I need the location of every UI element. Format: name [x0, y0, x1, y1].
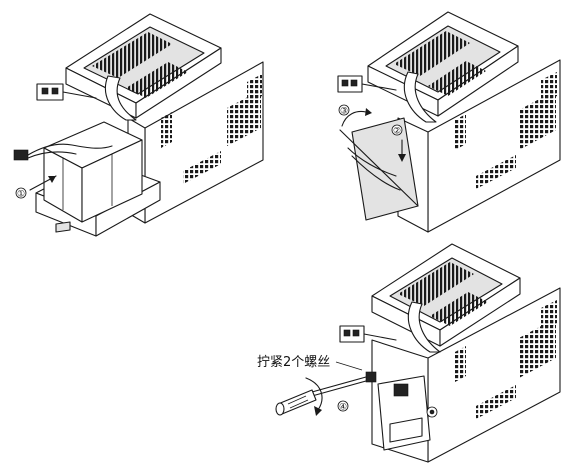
battery-connector [13, 149, 29, 161]
vent-grill [161, 112, 172, 148]
step-badge [391, 124, 403, 136]
step-badge [337, 400, 349, 412]
panel-2-connect: ② ③ [337, 11, 561, 233]
rotate-arrow [305, 377, 323, 411]
screwdriver [275, 376, 367, 416]
step-1-label: ① [17, 190, 25, 200]
connector [337, 75, 363, 93]
tighten-screws-caption: 拧紧2个螺丝 [257, 355, 330, 370]
step-4-label: ④ [339, 403, 347, 413]
step-badge [15, 187, 27, 199]
panel-1-insert-battery: ① [13, 13, 264, 237]
step-badge [338, 104, 350, 116]
connector [339, 325, 365, 343]
screw [365, 371, 377, 383]
panel-3-tighten-screws: ④ 拧紧2个螺丝 [257, 243, 561, 463]
connector [36, 83, 64, 101]
step-3-label: ③ [340, 107, 348, 117]
step-2-label: ② [393, 127, 401, 137]
vent-grill [227, 90, 261, 146]
rotate-arrow [341, 110, 367, 127]
cable-ribbon [104, 75, 137, 121]
vent-grill [183, 151, 221, 184]
